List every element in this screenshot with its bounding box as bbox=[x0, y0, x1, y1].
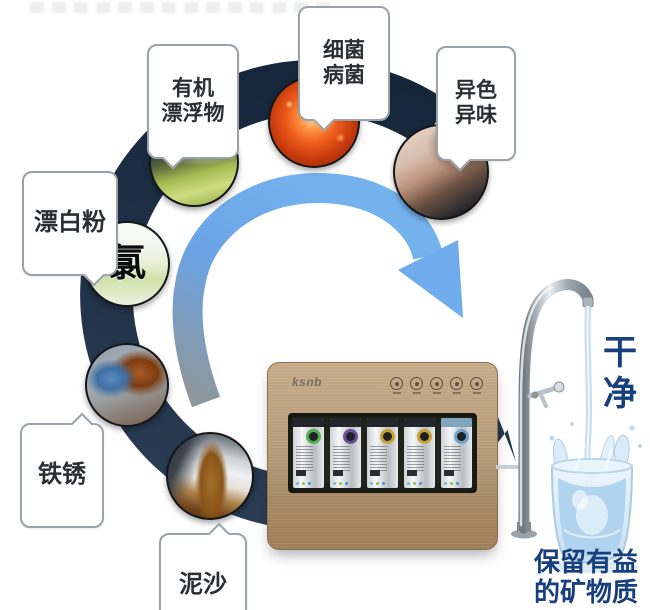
cycle-arrowhead-icon bbox=[398, 240, 463, 318]
mineral-caption: 保留有益 的矿物质 bbox=[533, 547, 638, 608]
filter-badge bbox=[454, 429, 469, 444]
bubble-label: 细菌 病菌 bbox=[323, 38, 365, 87]
bubble-label: 漂白粉 bbox=[34, 209, 106, 237]
label-bubble-bacteria-germs: 细菌 病菌 bbox=[298, 6, 390, 132]
filter-badge bbox=[343, 429, 358, 444]
filter-badge bbox=[306, 429, 321, 444]
filter-cartridge bbox=[330, 418, 361, 488]
label-bubble-odor-color: 异色 异味 bbox=[436, 46, 516, 172]
filter-cartridge bbox=[441, 418, 472, 488]
indicator-light bbox=[470, 377, 483, 394]
watermark bbox=[30, 2, 330, 13]
clean-water-title: 干净 bbox=[603, 334, 637, 414]
sediment-sink-photo bbox=[166, 432, 254, 520]
label-bubble-bleaching-powder: 漂白粉 bbox=[22, 171, 118, 287]
indicator-light bbox=[410, 377, 423, 394]
filter-cartridge bbox=[293, 418, 324, 488]
filter-cartridge bbox=[367, 418, 398, 488]
rust-pipe-photo bbox=[85, 343, 169, 427]
filter-badge bbox=[380, 429, 395, 444]
bubble-label: 泥沙 bbox=[179, 571, 227, 599]
bubble-label: 有机 漂浮物 bbox=[161, 76, 225, 125]
indicator-lights bbox=[390, 377, 483, 394]
label-bubble-organic-floaters: 有机 漂浮物 bbox=[147, 44, 239, 170]
filter-badge bbox=[417, 429, 432, 444]
label-bubble-sediment: 泥沙 bbox=[159, 522, 247, 610]
cycle-arrow-arc bbox=[172, 172, 443, 408]
indicator-light bbox=[450, 377, 463, 394]
brand-logo: ksnb bbox=[292, 375, 323, 389]
indicator-light bbox=[430, 377, 443, 394]
indicator-light bbox=[390, 377, 403, 394]
label-bubble-rust: 铁锈 bbox=[20, 412, 104, 528]
bubble-label: 铁锈 bbox=[38, 461, 86, 489]
water-purifier: ksnb bbox=[267, 362, 498, 550]
filter-window bbox=[288, 413, 477, 493]
filter-cartridge bbox=[404, 418, 435, 488]
bubble-label: 异色 异味 bbox=[455, 78, 497, 127]
